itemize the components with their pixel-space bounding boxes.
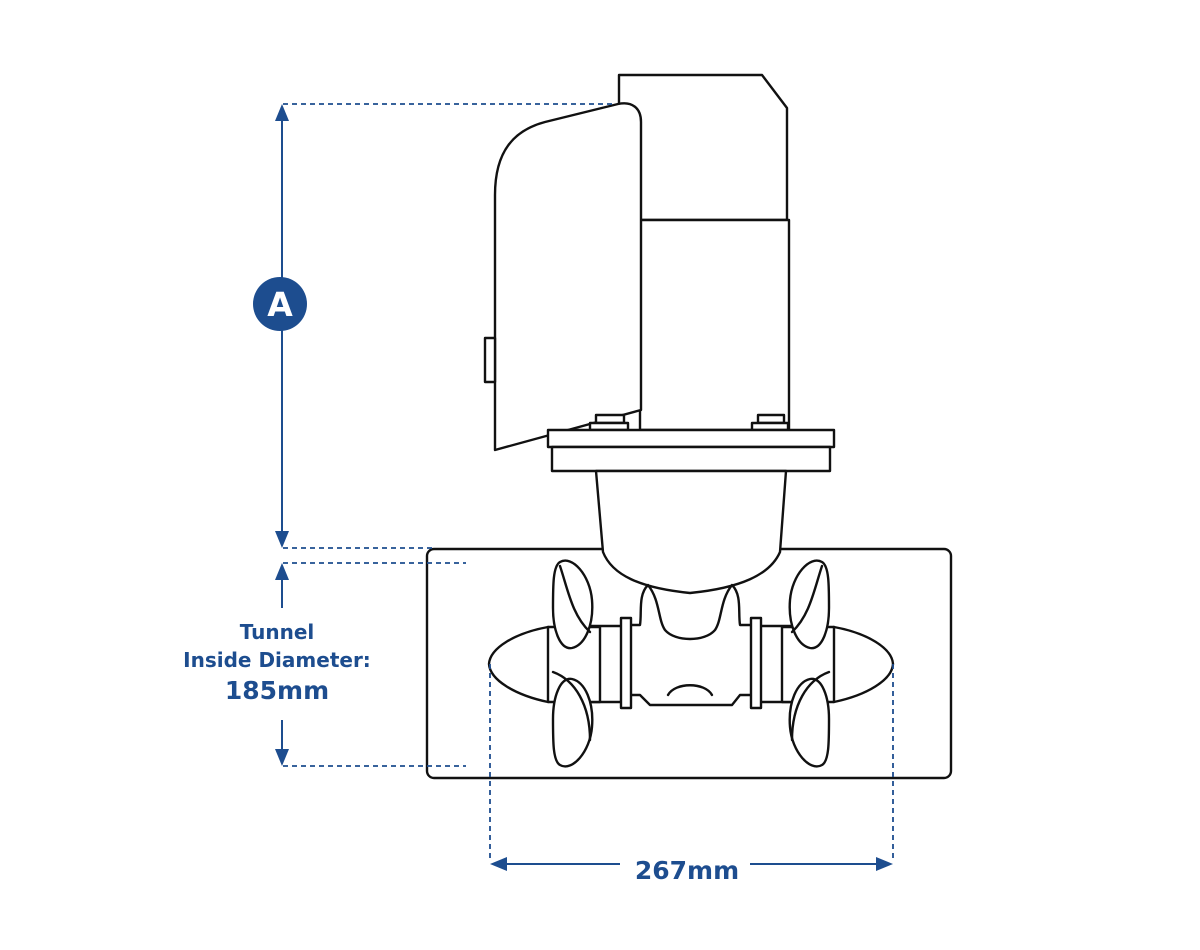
propeller-blade-left-top-edge — [558, 564, 592, 634]
gear-bottom-bump — [666, 684, 714, 697]
propeller-blade-right-bottom-edge — [790, 670, 831, 742]
tunnel-diameter-value: 185mm — [225, 676, 329, 705]
shaft-collar-left — [619, 616, 633, 710]
width-arrow-left — [490, 857, 507, 871]
propeller-blade-right-top-edge — [790, 564, 824, 634]
shaft-collar-right — [749, 616, 763, 710]
tunnel-arrow-top — [275, 563, 289, 580]
tunnel-label-line1: Tunnel — [240, 620, 315, 644]
mounting-flange-bottom — [550, 445, 832, 473]
motor-housing — [617, 73, 789, 222]
gear-leg — [594, 469, 788, 595]
width-dimension-value: 267mm — [635, 856, 739, 885]
height-arrow-bottom — [275, 531, 289, 548]
width-arrow-right — [876, 857, 893, 871]
mounting-flange-top — [546, 428, 836, 449]
tunnel-arrow-bottom — [275, 749, 289, 766]
thruster-drawing — [425, 73, 953, 780]
dimension-annotations: A Tunnel Inside Diameter: 185mm 267mm — [183, 103, 894, 885]
tunnel-label-line2: Inside Diameter: — [183, 648, 371, 672]
motor-cover — [493, 102, 643, 452]
motor-body — [638, 218, 791, 432]
height-badge — [253, 277, 307, 331]
height-badge-label: A — [267, 285, 293, 324]
propeller-blade-left-bottom-edge — [551, 670, 592, 742]
gear-lower-housing — [626, 583, 754, 707]
height-arrow-top — [275, 104, 289, 121]
cover-connector — [483, 336, 497, 384]
